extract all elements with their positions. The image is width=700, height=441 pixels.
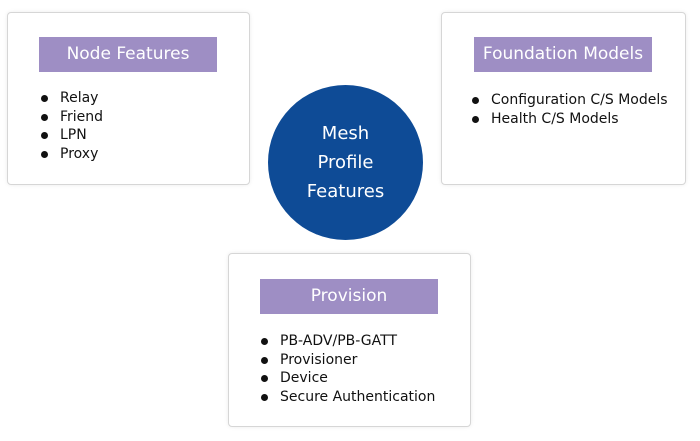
- provision-card: Provision PB-ADV/PB-GATT Provisioner Dev…: [228, 253, 471, 427]
- list-item-label: Configuration C/S Models: [491, 92, 668, 108]
- foundation-models-title: Foundation Models: [474, 37, 652, 72]
- list-item: Secure Authentication: [258, 388, 435, 407]
- list-item: Friend: [38, 108, 103, 127]
- list-item: PB-ADV/PB-GATT: [258, 332, 435, 351]
- provision-title: Provision: [260, 279, 438, 314]
- list-item-label: Device: [280, 370, 328, 386]
- list-item-label: Health C/S Models: [491, 110, 619, 127]
- circle-line: Profile: [317, 152, 374, 173]
- bullet-icon: [41, 113, 48, 121]
- bullet-icon: [41, 132, 48, 139]
- bullet-icon: [472, 97, 479, 104]
- circle-line: Features: [306, 181, 385, 202]
- bullet-icon: [41, 150, 48, 158]
- provision-list: PB-ADV/PB-GATT Provisioner Device Secure…: [258, 332, 435, 406]
- list-item: Relay: [38, 89, 103, 108]
- list-item-label: Friend: [60, 108, 104, 125]
- bullet-icon: [41, 95, 48, 102]
- list-item: LPN: [38, 126, 103, 145]
- list-item-label: PB-ADV/PB-GATT: [280, 333, 398, 349]
- node-features-card: Node Features Relay Friend LPN Proxy: [7, 12, 250, 185]
- node-features-list: Relay Friend LPN Proxy: [38, 89, 103, 163]
- list-item: Device: [258, 369, 435, 388]
- list-item-label: Provisioner: [280, 351, 358, 368]
- list-item: Health C/S Models: [469, 110, 668, 129]
- node-features-title: Node Features: [39, 37, 217, 72]
- foundation-models-card: Foundation Models Configuration C/S Mode…: [441, 12, 686, 185]
- circle-line: Mesh: [321, 123, 370, 144]
- list-item: Proxy: [38, 145, 103, 164]
- bullet-icon: [261, 375, 268, 382]
- bullet-icon: [261, 356, 268, 364]
- list-item-label: LPN: [60, 127, 87, 143]
- bullet-icon: [261, 338, 268, 345]
- list-item-label: Secure Authentication: [280, 388, 436, 405]
- list-item-label: Relay: [60, 90, 99, 106]
- mesh-profile-features-circle: Mesh Profile Features: [268, 85, 423, 240]
- foundation-models-list: Configuration C/S Models Health C/S Mode…: [469, 91, 668, 128]
- list-item: Configuration C/S Models: [469, 91, 668, 110]
- list-item: Provisioner: [258, 351, 435, 370]
- bullet-icon: [472, 115, 479, 123]
- list-item-label: Proxy: [60, 145, 99, 162]
- bullet-icon: [261, 393, 268, 401]
